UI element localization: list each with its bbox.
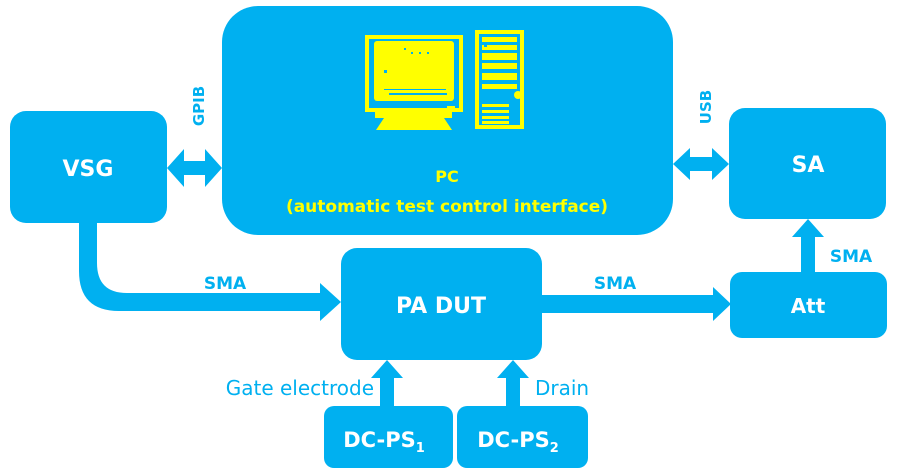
sa-label: SA <box>792 153 825 178</box>
att-label: Att <box>791 294 826 318</box>
gpib-double-arrow <box>167 149 222 187</box>
pc-block: PC (automatic test control interface) <box>222 6 673 235</box>
vsg-pa-sma-label: SMA <box>204 274 247 294</box>
sa-block: SA <box>729 108 886 219</box>
att-block: Att <box>730 272 887 338</box>
usb-double-arrow <box>673 148 729 180</box>
pa-dut-label: PA DUT <box>396 294 486 319</box>
dcps2-block: DC-PS2 <box>457 406 588 468</box>
dcps1-to-pa-arrow <box>371 360 403 407</box>
pc-subtitle: (automatic test control interface) <box>286 197 608 217</box>
pa-att-sma-label: SMA <box>594 274 637 294</box>
dcps1-label: DC-PS1 <box>343 428 425 456</box>
vsg-to-pa-connector <box>79 222 341 321</box>
gpib-label: GPIB <box>190 86 208 126</box>
pa-dut-block: PA DUT <box>341 248 542 360</box>
gate-electrode-label: Gate electrode <box>226 376 374 400</box>
drain-label: Drain <box>535 376 589 400</box>
att-to-sa-arrow <box>792 219 824 273</box>
dcps2-to-pa-arrow <box>497 360 529 407</box>
vsg-block: VSG <box>10 111 167 223</box>
connectors <box>79 148 824 407</box>
dcps1-block: DC-PS1 <box>324 406 453 468</box>
pc-title: PC <box>435 167 458 186</box>
computer-icon <box>365 30 524 130</box>
vsg-label: VSG <box>63 157 114 182</box>
dcps2-label: DC-PS2 <box>477 428 559 456</box>
pa-to-att-arrow <box>540 287 731 321</box>
usb-label: USB <box>697 90 715 124</box>
att-sa-sma-label: SMA <box>830 247 873 267</box>
